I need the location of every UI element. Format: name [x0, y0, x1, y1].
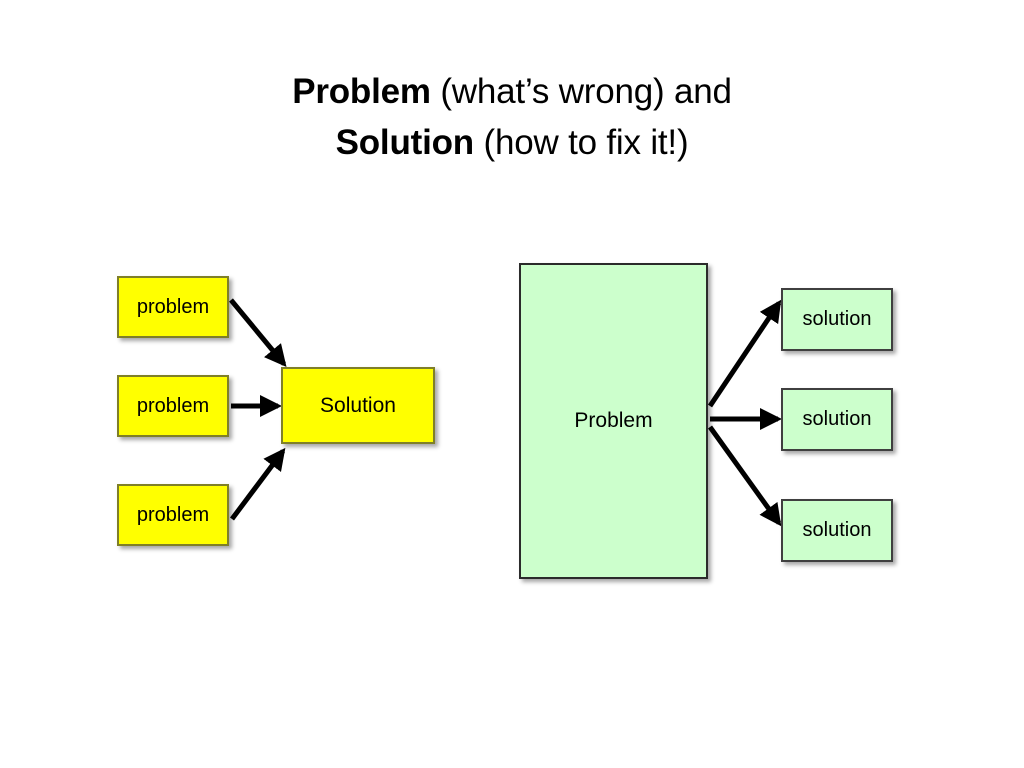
- problem-box-main-label: Problem: [574, 409, 653, 432]
- title-keyword-solution: Solution: [335, 123, 475, 162]
- problem-box-1[interactable]: problem: [117, 276, 229, 338]
- page-title: Problem (what’s wrong) and Solution (how…: [0, 66, 1024, 168]
- title-keyword-problem: Problem: [292, 72, 431, 111]
- solution-box-1-label: solution: [802, 308, 872, 330]
- solution-box-1[interactable]: solution: [781, 288, 893, 351]
- title-line-1: Problem (what’s wrong) and: [0, 66, 1024, 117]
- solution-box-main-label: Solution: [320, 393, 396, 417]
- arrow-problem3-to-solution: [230, 447, 286, 521]
- arrow-problem1-to-solution: [229, 298, 287, 368]
- arrow-problem-to-solution1: [707, 299, 782, 408]
- title-line-2: Solution (how to fix it!): [0, 117, 1024, 168]
- problem-box-3-label: problem: [136, 503, 210, 526]
- problem-box-2-label: problem: [136, 394, 210, 417]
- title-line-1-rest: (what’s wrong) and: [430, 72, 732, 111]
- problem-box-3[interactable]: problem: [117, 484, 229, 546]
- solution-box-main[interactable]: Solution: [281, 367, 435, 444]
- solution-box-2-label: solution: [802, 408, 872, 430]
- arrow-problem-to-solution3: [707, 425, 782, 527]
- problem-box-2[interactable]: problem: [117, 375, 229, 437]
- title-line-2-rest: (how to fix it!): [473, 123, 689, 162]
- solution-box-3[interactable]: solution: [781, 499, 893, 562]
- solution-box-3-label: solution: [802, 519, 872, 541]
- problem-box-main[interactable]: Problem: [519, 263, 708, 579]
- solution-box-2[interactable]: solution: [781, 388, 893, 451]
- problem-box-1-label: problem: [136, 295, 210, 318]
